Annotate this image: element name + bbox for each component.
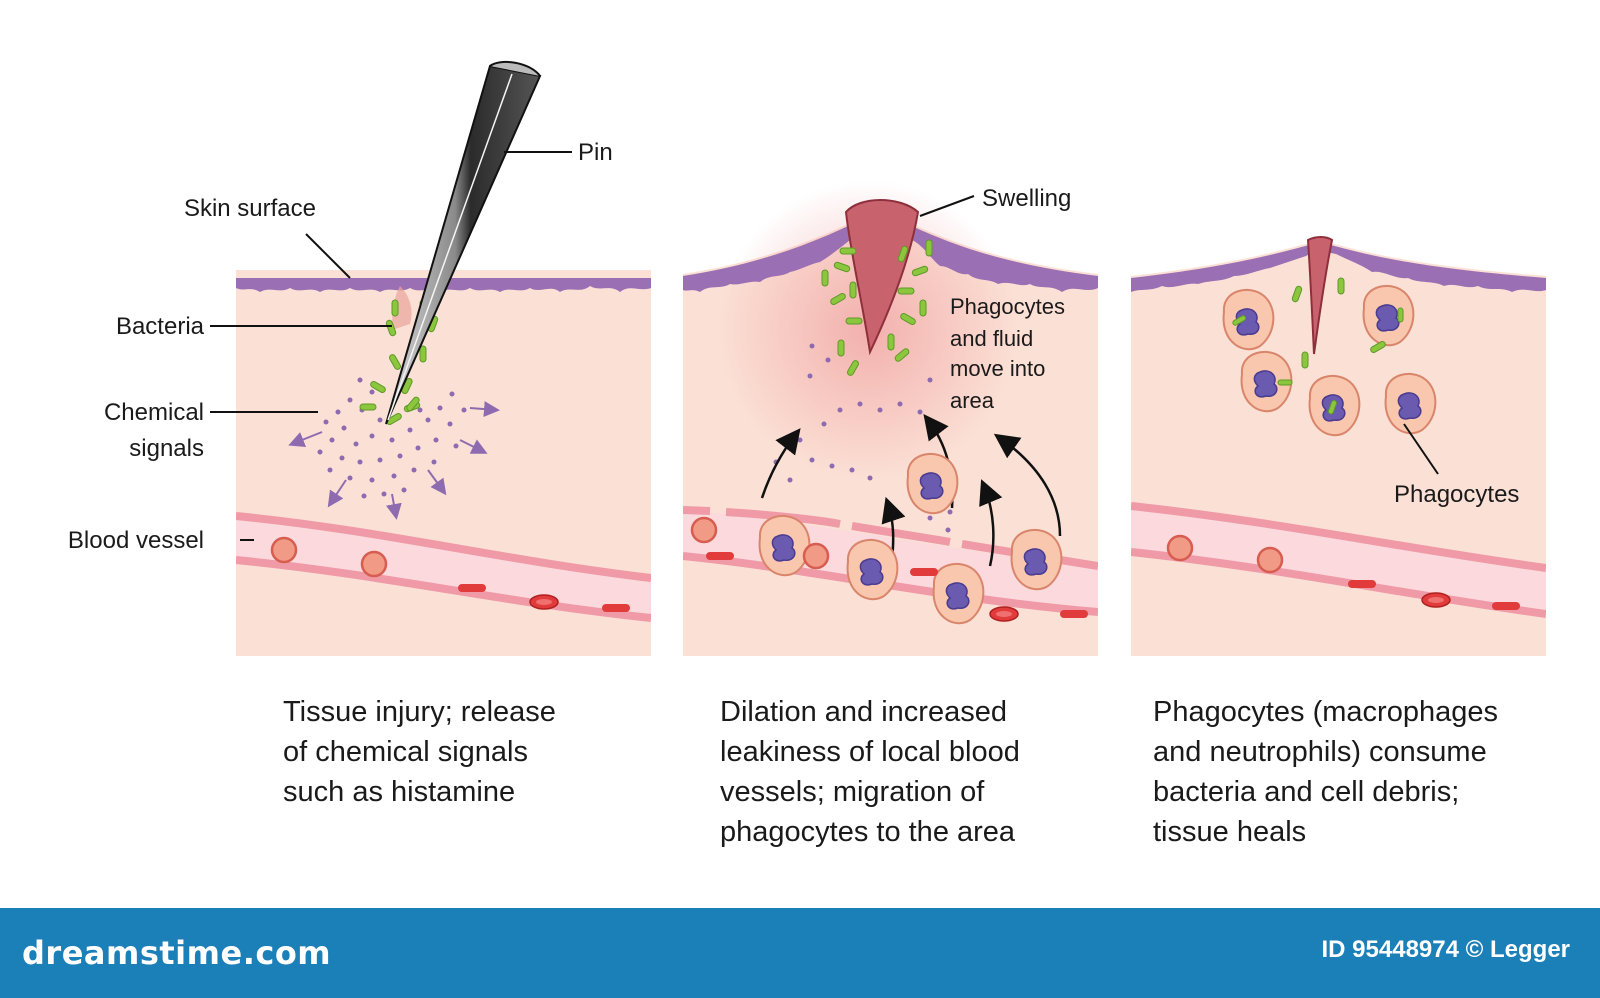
caption-line: Phagocytes (macrophages xyxy=(1153,696,1498,728)
label-swelling: Swelling xyxy=(982,185,1071,212)
caption-line: such as histamine xyxy=(283,776,516,808)
caption-panel-1: Tissue injury; release of chemical signa… xyxy=(283,692,613,812)
panel-healing xyxy=(1131,236,1546,656)
caption-line: phagocytes to the area xyxy=(720,816,1016,848)
label-phagocytes-fluid-line3: move into xyxy=(950,356,1045,381)
caption-line: tissue heals xyxy=(1153,816,1307,848)
brand-logo[interactable]: dreamstime.com xyxy=(22,934,332,972)
caption-line: and neutrophils) consume xyxy=(1153,736,1487,768)
bacteria-group xyxy=(1232,277,1404,415)
label-pin: Pin xyxy=(578,139,613,166)
swelling-mark xyxy=(844,199,920,356)
label-phagocytes-fluid-line4: area xyxy=(950,388,995,413)
caption-panel-3: Phagocytes (macrophages and neutrophils)… xyxy=(1153,692,1498,852)
inflammation-diagram: Pin Skin surface Bacteria Chemical signa… xyxy=(68,60,1546,656)
label-chemical-signals-line2: signals xyxy=(129,435,204,462)
label-bacteria: Bacteria xyxy=(116,313,205,340)
label-phagocytes-fluid-line1: Phagocytes xyxy=(950,294,1065,319)
bacteria-group xyxy=(821,239,933,376)
caption-line: Dilation and increased xyxy=(720,696,1007,728)
caption-line: vessels; migration of xyxy=(720,776,985,808)
leader-lines xyxy=(210,151,1439,541)
image-credit: ID 95448974 © Legger xyxy=(1321,936,1570,963)
label-blood-vessel: Blood vessel xyxy=(68,527,204,554)
caption-panel-2: Dilation and increased leakiness of loca… xyxy=(720,692,1050,852)
caption-line: bacteria and cell debris; xyxy=(1153,776,1460,808)
panel-tissue-injury xyxy=(236,60,651,656)
label-chemical-signals-line1: Chemical xyxy=(104,399,204,426)
caption-line: of chemical signals xyxy=(283,736,528,768)
chemical-signal-dots xyxy=(317,377,467,499)
pin-icon xyxy=(385,60,542,425)
caption-line: Tissue injury; release xyxy=(283,696,556,728)
bacteria-group xyxy=(359,299,439,425)
label-phagocytes-fluid-line2: and fluid xyxy=(950,326,1033,351)
label-skin-surface: Skin surface xyxy=(184,195,316,222)
signal-arrows xyxy=(288,401,500,520)
label-phagocytes: Phagocytes xyxy=(1394,481,1519,508)
caption-line: leakiness of local blood xyxy=(720,736,1020,768)
panel-dilation xyxy=(683,180,1098,656)
footer-bar: dreamstime.com ID 95448974 © Legger xyxy=(0,908,1600,998)
